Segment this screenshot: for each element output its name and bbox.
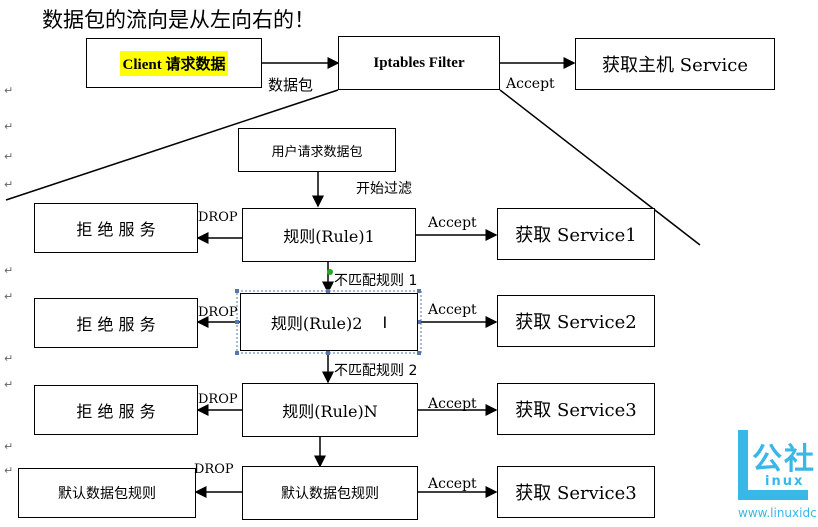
start-filter-label: 开始过滤 (356, 181, 412, 197)
reject-box-2: 拒 绝 服 务 (34, 298, 198, 348)
logo-mark-base (738, 490, 808, 500)
return-mark: ↵ (4, 352, 14, 365)
packet-label: 数据包 (268, 76, 314, 94)
service-box-1: 获取 Service1 (497, 208, 655, 260)
accept-label-n: Accept (428, 396, 477, 412)
default-rule-box: 默认数据包规则 (242, 466, 418, 520)
return-mark: ↵ (4, 290, 14, 303)
reject-label: 拒 绝 服 务 (76, 220, 156, 239)
return-mark: ↵ (4, 264, 14, 277)
reject-label: 拒 绝 服 务 (76, 315, 156, 334)
accept-label-2: Accept (428, 302, 477, 318)
return-mark: ↵ (4, 440, 14, 453)
accept-label-1: Accept (428, 215, 477, 231)
service-label: 获取 Service3 (515, 483, 637, 504)
host-service-label: 获取主机 Service (602, 55, 748, 76)
drop-label-2: DROP (198, 305, 238, 320)
drop-label-n: DROP (198, 392, 238, 407)
host-service-box: 获取主机 Service (575, 38, 775, 90)
nomatch-label-2: 不匹配规则 2 (334, 363, 418, 379)
nomatch-label-1: 不匹配规则 1 (334, 273, 418, 289)
drop-label-default: DROP (194, 462, 234, 477)
rule-box-n: 规则(Rule)N (242, 383, 418, 437)
request-label: 用户请求数据包 (271, 144, 363, 160)
rule-label: 规则(Rule)N (282, 402, 378, 421)
service-box-n: 获取 Service3 (497, 383, 655, 435)
service-box-2: 获取 Service2 (497, 295, 655, 347)
client-label: Client 请求数据 (119, 50, 229, 76)
service-label: 获取 Service3 (515, 400, 637, 421)
return-mark: ↵ (4, 150, 14, 163)
filter-label: Iptables Filter (373, 54, 465, 71)
accept-label-top: Accept (506, 76, 555, 92)
zoom-line-right (499, 89, 701, 246)
client-box: Client 请求数据 (86, 38, 262, 88)
return-mark: ↵ (4, 120, 14, 133)
return-mark: ↵ (4, 464, 14, 477)
service-label: 获取 Service1 (515, 225, 637, 246)
return-mark: ↵ (4, 378, 14, 391)
service-label: 获取 Service2 (515, 312, 637, 333)
rule-box-1: 规则(Rule)1 (242, 208, 416, 262)
reject-box-n: 拒 绝 服 务 (34, 385, 198, 435)
filter-box: Iptables Filter (338, 36, 500, 90)
reject-box-1: 拒 绝 服 务 (34, 203, 198, 253)
reject-label: 拒 绝 服 务 (76, 402, 156, 421)
default-rule-label: 默认数据包规则 (281, 486, 379, 502)
default-reject-label: 默认数据包规则 (58, 486, 156, 502)
text-cursor-icon: I (382, 312, 388, 332)
drop-label-1: DROP (198, 210, 238, 225)
rule-box-2[interactable]: 规则(Rule)2 I (240, 293, 418, 351)
logo-sub: inux (765, 474, 805, 489)
default-reject-box: 默认数据包规则 (18, 468, 196, 518)
return-mark: ↵ (4, 84, 14, 97)
page-title: 数据包的流向是从左向右的！ (42, 8, 315, 32)
logo-url: www.linuxidc.com (738, 506, 818, 520)
logo-text: 公社 (752, 442, 816, 477)
accept-label-default: Accept (428, 476, 477, 492)
default-service-box: 获取 Service3 (497, 466, 655, 518)
rule-label: 规则(Rule)1 (283, 227, 375, 246)
rule-label: 规则(Rule)2 (270, 314, 363, 333)
logo-mark (738, 430, 748, 500)
zoom-line-left (5, 89, 339, 201)
return-mark: ↵ (4, 178, 14, 191)
request-box: 用户请求数据包 (238, 128, 396, 172)
